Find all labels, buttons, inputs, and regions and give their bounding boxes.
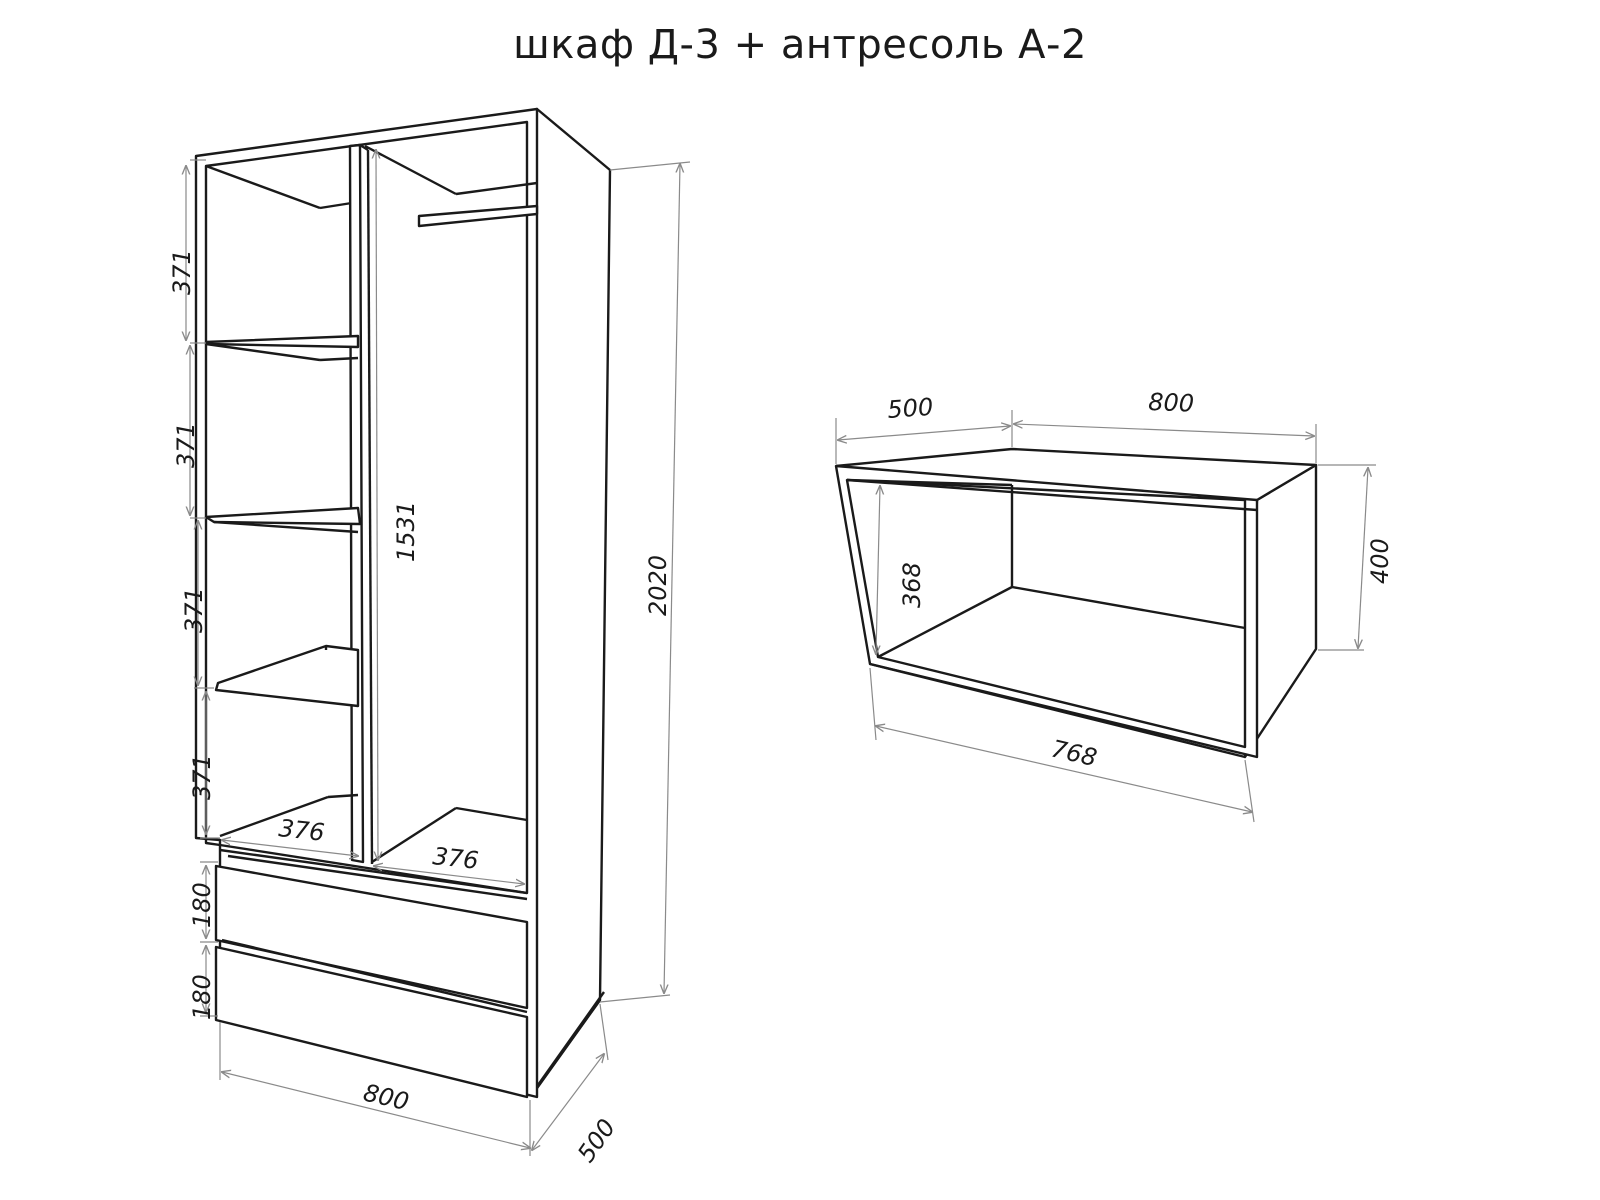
dim-drawer-1: 180 [188, 882, 216, 928]
drawer-upper [214, 864, 529, 1010]
dim-shelf-1: 371 [168, 249, 196, 295]
mezzanine-drawing [834, 447, 1318, 759]
dim-shelf-3: 371 [180, 587, 208, 633]
dim-shelf-4: 371 [188, 754, 216, 800]
dim-mezz-inner-height: 368 [898, 562, 926, 608]
dim-compartment-left: 376 [277, 814, 325, 847]
dim-wardrobe-width: 800 [361, 1079, 412, 1117]
hanging-rail [417, 204, 539, 228]
dim-mezz-depth: 500 [886, 393, 934, 424]
dim-compartment-right: 376 [431, 842, 479, 875]
drawing-title: шкаф Д-3 + антресоль А-2 [513, 22, 1087, 68]
dim-drawer-2: 180 [188, 974, 216, 1020]
dim-mezz-height: 400 [1366, 538, 1394, 584]
dim-mezz-inner-width: 768 [1049, 735, 1100, 773]
wardrobe-divider [348, 143, 365, 864]
dim-inner-height: 1531 [392, 501, 420, 562]
dim-total-height: 2020 [644, 555, 672, 616]
shelf-3 [214, 644, 360, 708]
dim-mezz-width: 800 [1148, 388, 1195, 418]
dim-shelf-2: 371 [172, 422, 200, 468]
wardrobe-drawing [194, 107, 612, 1099]
shelf-2 [204, 506, 362, 526]
dim-wardrobe-depth: 500 [572, 1114, 621, 1168]
dimension-lines [186, 150, 1376, 1156]
wardrobe-side-panel [525, 107, 612, 1097]
